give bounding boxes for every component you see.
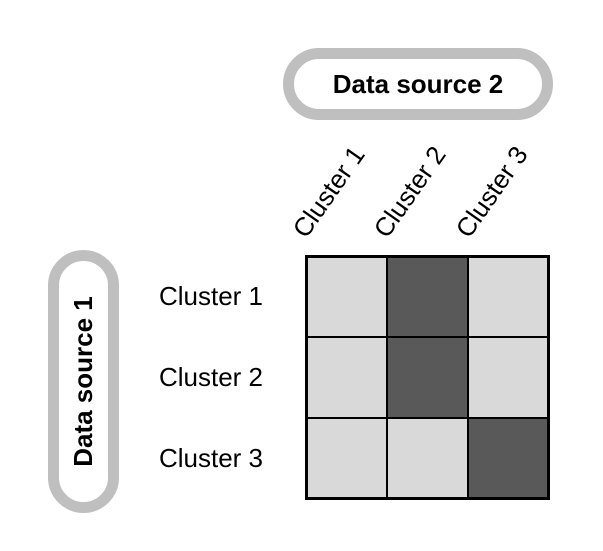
correspondence-matrix bbox=[305, 255, 550, 500]
row-header-cluster-3: Cluster 3 bbox=[158, 443, 263, 473]
matrix-cell-r3c3 bbox=[468, 418, 547, 497]
matrix-cell-r2c2 bbox=[388, 338, 467, 417]
matrix-cell-r1c2 bbox=[388, 258, 467, 337]
matrix-cell-r1c3 bbox=[468, 258, 547, 337]
matrix-cell-r2c1 bbox=[308, 338, 387, 417]
matrix-cell-r2c3 bbox=[468, 338, 547, 417]
matrix-cell-r3c1 bbox=[308, 418, 387, 497]
column-header-cluster-3: Cluster 3 bbox=[449, 140, 534, 243]
data-source-1-pill: Data source 1 bbox=[48, 250, 119, 513]
row-header-cluster-2: Cluster 2 bbox=[158, 362, 263, 392]
row-header-cluster-1: Cluster 1 bbox=[158, 281, 263, 311]
column-header-cluster-2: Cluster 2 bbox=[367, 140, 452, 243]
data-source-2-pill: Data source 2 bbox=[283, 48, 553, 120]
matrix-cell-r3c2 bbox=[388, 418, 467, 497]
data-source-2-label: Data source 2 bbox=[332, 68, 504, 99]
column-header-cluster-1: Cluster 1 bbox=[286, 140, 371, 243]
data-source-1-label: Data source 1 bbox=[68, 296, 98, 467]
matrix-cell-r1c1 bbox=[308, 258, 387, 337]
